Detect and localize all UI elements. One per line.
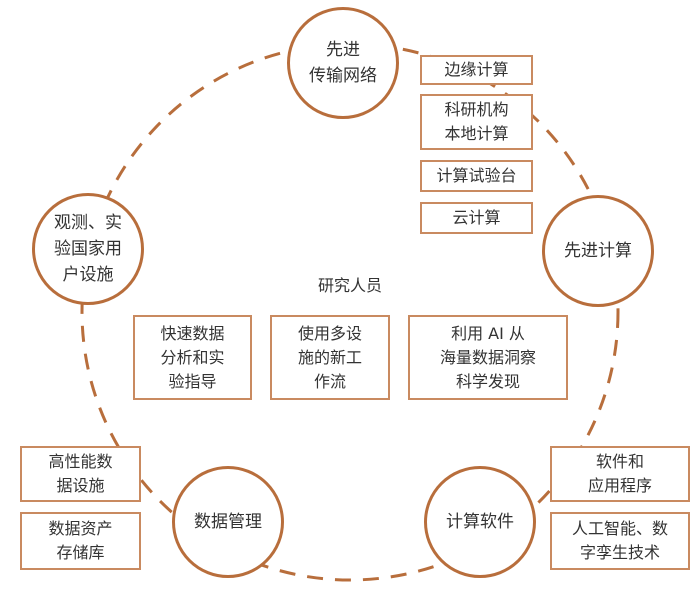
box-data-repository: 数据资产 存储库 xyxy=(20,512,141,570)
box-cloud-computing: 云计算 xyxy=(420,202,533,234)
box-fast-analysis: 快速数据 分析和实 验指导 xyxy=(133,315,252,400)
node-user-facilities: 观测、实 验国家用 户设施 xyxy=(32,193,144,305)
box-edge-computing: 边缘计算 xyxy=(420,55,533,85)
box-hpdf: 高性能数 据设施 xyxy=(20,446,141,502)
node-data-management: 数据管理 xyxy=(172,466,284,578)
center-label-researchers: 研究人员 xyxy=(317,276,382,295)
box-ai-discovery: 利用 AI 从 海量数据洞察 科学发现 xyxy=(408,315,568,400)
box-ai-digital-twin: 人工智能、数 字孪生技术 xyxy=(550,512,690,570)
box-local-computing: 科研机构 本地计算 xyxy=(420,94,533,150)
node-advanced-network: 先进 传输网络 xyxy=(287,7,399,119)
box-software-apps: 软件和 应用程序 xyxy=(550,446,690,502)
node-advanced-computing: 先进计算 xyxy=(542,195,654,307)
box-multi-facility-workflow: 使用多设 施的新工 作流 xyxy=(270,315,390,400)
box-testbed: 计算试验台 xyxy=(420,160,533,192)
node-computing-software: 计算软件 xyxy=(424,466,536,578)
